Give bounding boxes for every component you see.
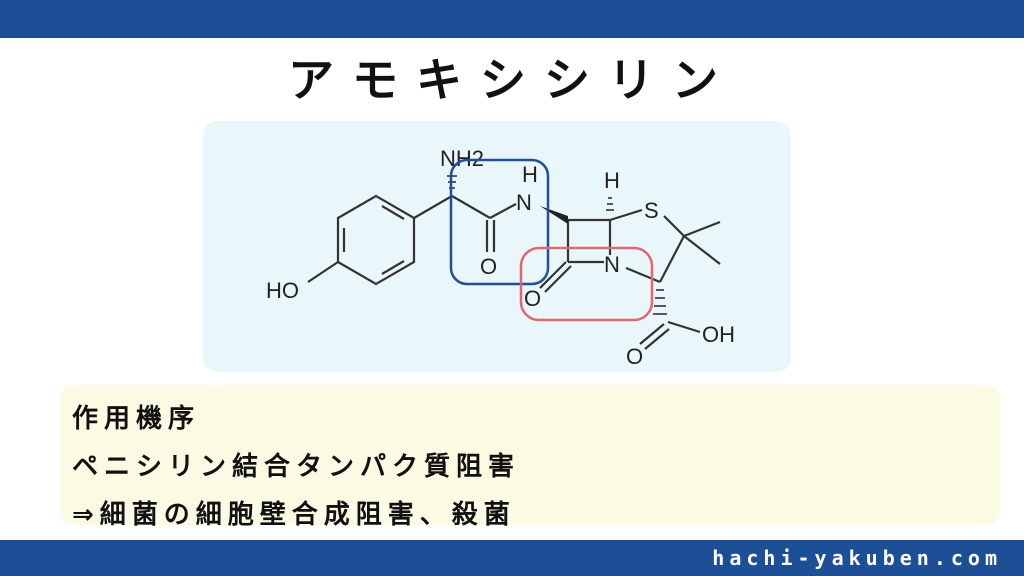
mechanism-line-2: ⇒細菌の細胞壁合成阻害、殺菌 [72, 500, 516, 530]
label-nh2: NH2 [440, 146, 484, 171]
label-o-carboxyl: O [626, 344, 643, 369]
amide-highlight [449, 158, 550, 286]
top-banner [0, 0, 1024, 38]
benzene-ring [336, 194, 416, 286]
site-url: hachi-yakuben.com [712, 546, 1002, 570]
mechanism-heading: 作用機序 [72, 404, 201, 434]
hash-bonds [447, 175, 667, 315]
label-o-amide: O [480, 254, 497, 279]
beta-lactam-highlight [519, 246, 654, 322]
label-ho: HO [266, 278, 299, 303]
label-n-amide: N [516, 190, 532, 215]
label-nh-h: H [522, 162, 538, 187]
mechanism-line-1: ペニシリン結合タンパク質阻害 [72, 452, 521, 482]
bottom-banner: hachi-yakuben.com [0, 540, 1024, 576]
label-o-lactam: O [524, 286, 541, 311]
label-h-top: H [604, 168, 620, 193]
page-title: アモキシシリン [288, 53, 736, 107]
label-oh: OH [702, 322, 735, 347]
label-s: S [644, 198, 659, 223]
mechanism-box [60, 385, 1000, 525]
label-n-ring: N [604, 252, 620, 277]
amoxicillin-structure: NH2 H N O H S N O OH O HO [266, 146, 735, 369]
